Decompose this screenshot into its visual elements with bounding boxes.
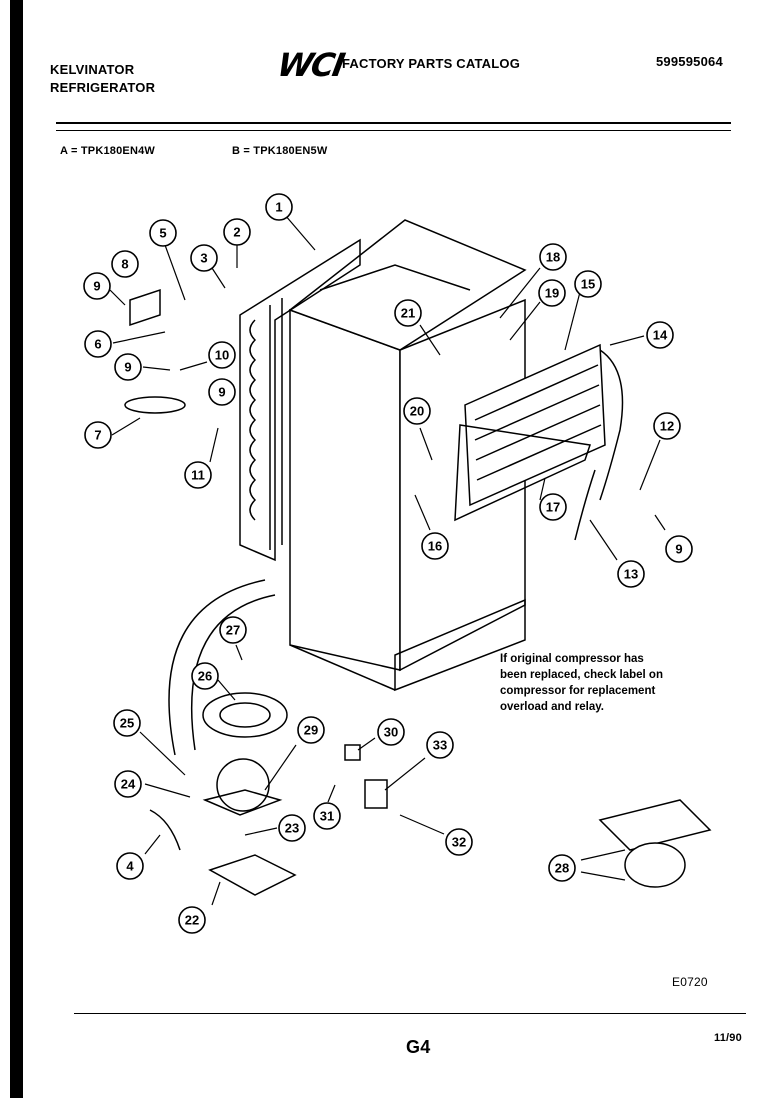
callout-30: 30 bbox=[377, 718, 405, 746]
catalog-number: 599595064 bbox=[656, 54, 723, 69]
callout-2: 2 bbox=[223, 218, 251, 246]
callout-12: 12 bbox=[653, 412, 681, 440]
callout-29: 29 bbox=[297, 716, 325, 744]
brand-name: KELVINATOR bbox=[50, 62, 135, 77]
svg-text:17: 17 bbox=[546, 500, 560, 515]
page-number: G4 bbox=[406, 1037, 431, 1057]
svg-text:31: 31 bbox=[320, 809, 334, 824]
condenser-coil-illustration bbox=[239, 238, 361, 562]
callout-1: 1 bbox=[265, 193, 293, 221]
callout-11: 11 bbox=[184, 461, 212, 489]
svg-text:9: 9 bbox=[93, 279, 100, 294]
svg-text:33: 33 bbox=[433, 738, 447, 753]
svg-text:5: 5 bbox=[159, 226, 166, 241]
callout-8: 8 bbox=[111, 250, 139, 278]
svg-text:7: 7 bbox=[94, 428, 101, 443]
svg-text:6: 6 bbox=[94, 337, 101, 352]
callout-32: 32 bbox=[445, 828, 473, 856]
model-a: A = TPK180EN4W bbox=[60, 145, 156, 157]
callout-15: 15 bbox=[574, 270, 602, 298]
header-rule-bottom bbox=[56, 130, 731, 131]
svg-text:15: 15 bbox=[581, 277, 595, 292]
callout-22: 22 bbox=[178, 906, 206, 934]
callout-9c: 9 bbox=[208, 378, 236, 406]
svg-text:26: 26 bbox=[198, 669, 212, 684]
evaporator-illustration bbox=[454, 343, 624, 541]
svg-text:21: 21 bbox=[401, 306, 415, 321]
svg-text:10: 10 bbox=[215, 348, 229, 363]
callout-4: 4 bbox=[116, 852, 144, 880]
loose-parts-illustration bbox=[124, 288, 712, 888]
callout-7: 7 bbox=[84, 421, 112, 449]
callout-13: 13 bbox=[617, 560, 645, 588]
svg-text:11: 11 bbox=[191, 468, 205, 483]
callout-3: 3 bbox=[190, 244, 218, 272]
svg-text:9: 9 bbox=[124, 360, 131, 375]
svg-text:13: 13 bbox=[624, 567, 638, 582]
svg-text:9: 9 bbox=[218, 385, 225, 400]
svg-text:18: 18 bbox=[546, 250, 560, 265]
svg-text:12: 12 bbox=[660, 419, 674, 434]
svg-text:27: 27 bbox=[226, 623, 240, 638]
drain-hose bbox=[168, 579, 276, 756]
callout-18: 18 bbox=[539, 243, 567, 271]
callout-16: 16 bbox=[421, 532, 449, 560]
callout-24: 24 bbox=[114, 770, 142, 798]
svg-text:28: 28 bbox=[555, 861, 569, 876]
svg-text:16: 16 bbox=[428, 539, 442, 554]
svg-text:3: 3 bbox=[200, 251, 207, 266]
svg-text:30: 30 bbox=[384, 725, 398, 740]
callout-23: 23 bbox=[278, 814, 306, 842]
compressor-illustration bbox=[202, 692, 297, 896]
svg-text:8: 8 bbox=[121, 257, 128, 272]
callout-27: 27 bbox=[219, 616, 247, 644]
svg-text:29: 29 bbox=[304, 723, 318, 738]
cabinet-illustration bbox=[288, 219, 527, 692]
callout-14: 14 bbox=[646, 321, 674, 349]
callout-28: 28 bbox=[548, 854, 576, 882]
svg-text:4: 4 bbox=[126, 859, 134, 874]
page-border bbox=[10, 0, 23, 1098]
callout-6: 6 bbox=[84, 330, 112, 358]
svg-text:23: 23 bbox=[285, 821, 299, 836]
compressor-replacement-note: If original compressor has been replaced… bbox=[500, 653, 663, 713]
product-type: REFRIGERATOR bbox=[50, 80, 156, 95]
callout-10: 10 bbox=[208, 341, 236, 369]
footer-rule bbox=[74, 1013, 746, 1014]
callout-9a: 9 bbox=[83, 272, 111, 300]
svg-text:24: 24 bbox=[121, 777, 136, 792]
catalog-title: FACTORY PARTS CATALOG bbox=[342, 56, 521, 71]
svg-text:2: 2 bbox=[233, 225, 240, 240]
callout-33: 33 bbox=[426, 731, 454, 759]
leader-lines bbox=[109, 214, 666, 906]
callout-25: 25 bbox=[113, 709, 141, 737]
svg-text:22: 22 bbox=[185, 913, 199, 928]
model-b: B = TPK180EN5W bbox=[232, 145, 328, 157]
svg-text:1: 1 bbox=[275, 200, 282, 215]
callout-31: 31 bbox=[313, 802, 341, 830]
callout-26: 26 bbox=[191, 662, 219, 690]
callout-17: 17 bbox=[539, 493, 567, 521]
diagram-code: E0720 bbox=[672, 975, 708, 989]
svg-text:9: 9 bbox=[675, 542, 682, 557]
callout-20: 20 bbox=[403, 397, 431, 425]
catalog-date: 11/90 bbox=[714, 1032, 742, 1044]
callout-9d: 9 bbox=[665, 535, 693, 563]
svg-text:19: 19 bbox=[545, 286, 559, 301]
callout-21: 21 bbox=[394, 299, 422, 327]
callout-9b: 9 bbox=[114, 353, 142, 381]
svg-text:32: 32 bbox=[452, 835, 466, 850]
callout-5: 5 bbox=[149, 219, 177, 247]
callout-19: 19 bbox=[538, 279, 566, 307]
header-rule-top bbox=[56, 122, 731, 124]
svg-text:14: 14 bbox=[653, 328, 668, 343]
svg-text:25: 25 bbox=[120, 716, 134, 731]
svg-text:20: 20 bbox=[410, 404, 424, 419]
